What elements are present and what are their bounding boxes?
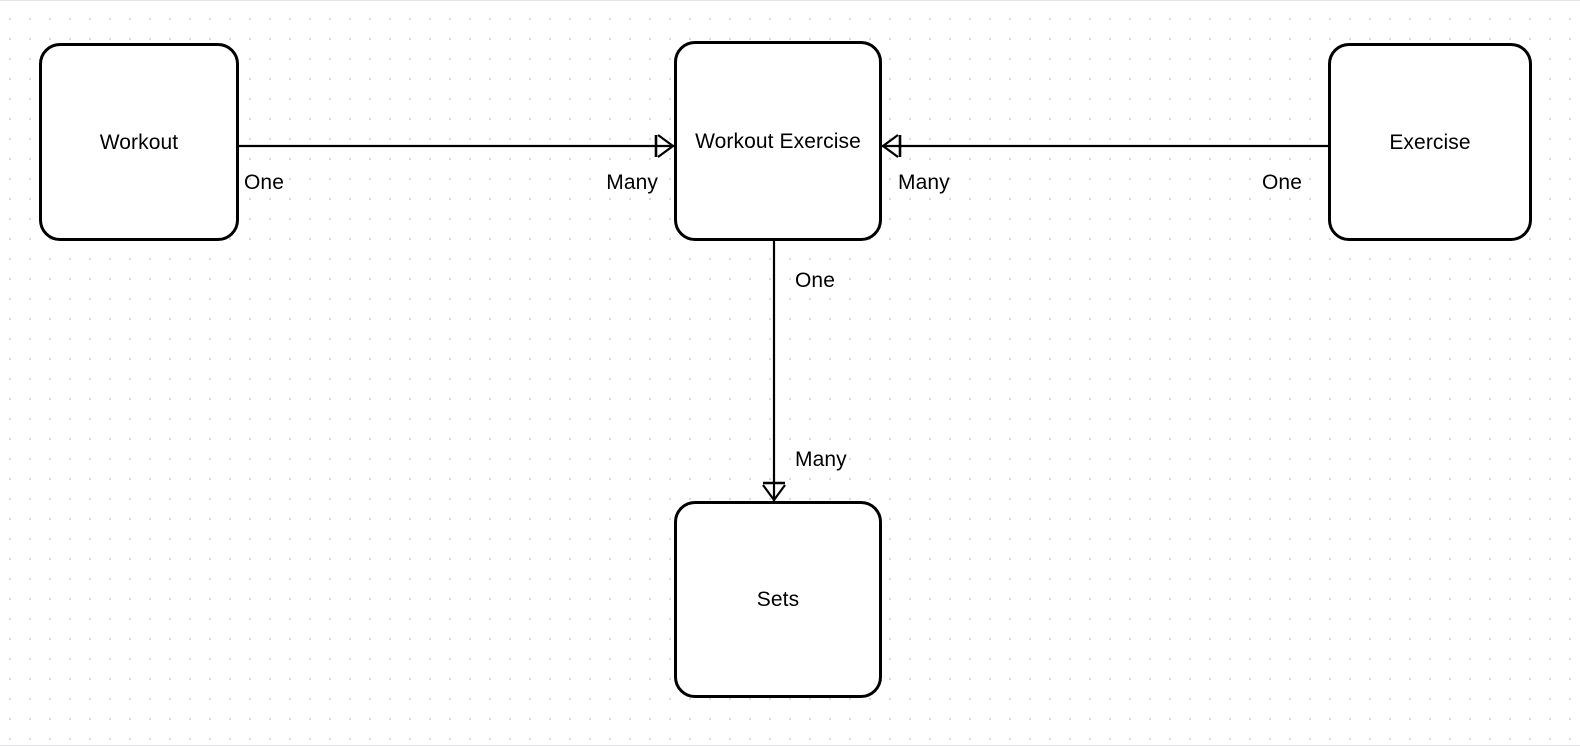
entity-workout[interactable]: Workout (39, 43, 239, 241)
cardinality-label-workout-exercise-bottom-one: One (795, 269, 835, 292)
cardinality-label-workout-exercise-left-many: Many (606, 171, 658, 194)
crowsfoot-many-marker-left (654, 134, 674, 158)
cardinality-label-workout-one: One (244, 171, 284, 194)
edge-workout-exercise-to-exercise (882, 134, 1328, 158)
crowsfoot-many-marker-bottom (762, 481, 786, 501)
entity-label-workout: Workout (99, 130, 179, 154)
crowsfoot-many-marker-right (882, 134, 902, 158)
edge-workout-to-workout-exercise (239, 134, 674, 158)
cardinality-label-workout-exercise-right-many: Many (898, 171, 950, 194)
entity-label-workout-exercise: Workout Exercise (695, 129, 861, 153)
entity-workout-exercise[interactable]: Workout Exercise (674, 41, 882, 241)
entity-label-sets: Sets (756, 588, 800, 611)
entity-label-exercise: Exercise (1389, 130, 1471, 154)
entity-sets[interactable]: Sets (674, 501, 882, 698)
cardinality-label-exercise-one: One (1262, 171, 1302, 194)
entity-exercise[interactable]: Exercise (1328, 43, 1532, 241)
cardinality-label-sets-many: Many (795, 448, 847, 471)
edge-workout-exercise-to-sets (762, 241, 786, 501)
